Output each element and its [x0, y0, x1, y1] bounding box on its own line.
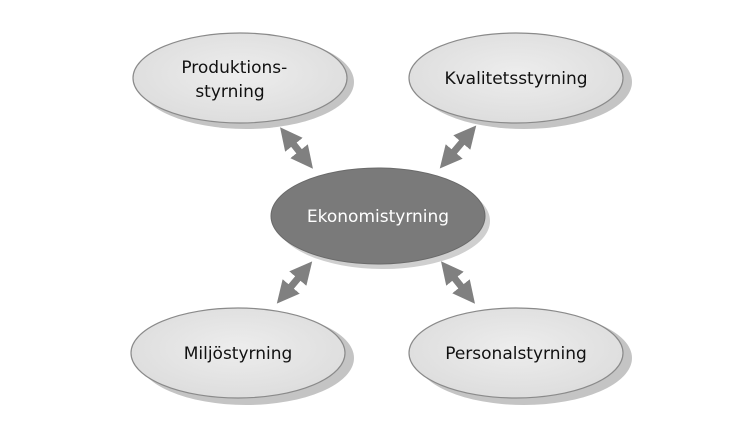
arrow-bottom-left: [276, 261, 313, 304]
arrow-top-right: [439, 125, 477, 169]
arrow-top-left: [280, 127, 313, 169]
connector-arrows: [276, 125, 477, 304]
node-bottom-left-shape: [130, 307, 346, 399]
node-top-right-label: Kvalitetsstyrning: [444, 69, 587, 89]
node-bottom-right-label: Personalstyrning: [445, 344, 587, 364]
node-center-shape: [270, 167, 486, 265]
node-bottom-right: Personalstyrning: [408, 307, 624, 399]
arrow-bottom-right: [441, 261, 475, 304]
node-bottom-left: Miljöstyrning: [130, 307, 346, 399]
node-top-left-line2: styrning: [195, 82, 264, 102]
node-bottom-left-label: Miljöstyrning: [184, 344, 293, 364]
node-bottom-right-shape: [408, 307, 624, 399]
node-center: Ekonomistyrning: [270, 167, 486, 265]
node-top-left-label: Produktions- styrning: [181, 58, 292, 102]
node-center-label: Ekonomistyrning: [307, 207, 449, 227]
node-top-left-line1: Produktions-: [181, 58, 287, 78]
node-top-left-shape: [132, 32, 348, 124]
node-top-right-shape: [408, 32, 624, 124]
node-top-right: Kvalitetsstyrning: [408, 32, 624, 124]
node-top-left: Produktions- styrning: [132, 32, 348, 124]
